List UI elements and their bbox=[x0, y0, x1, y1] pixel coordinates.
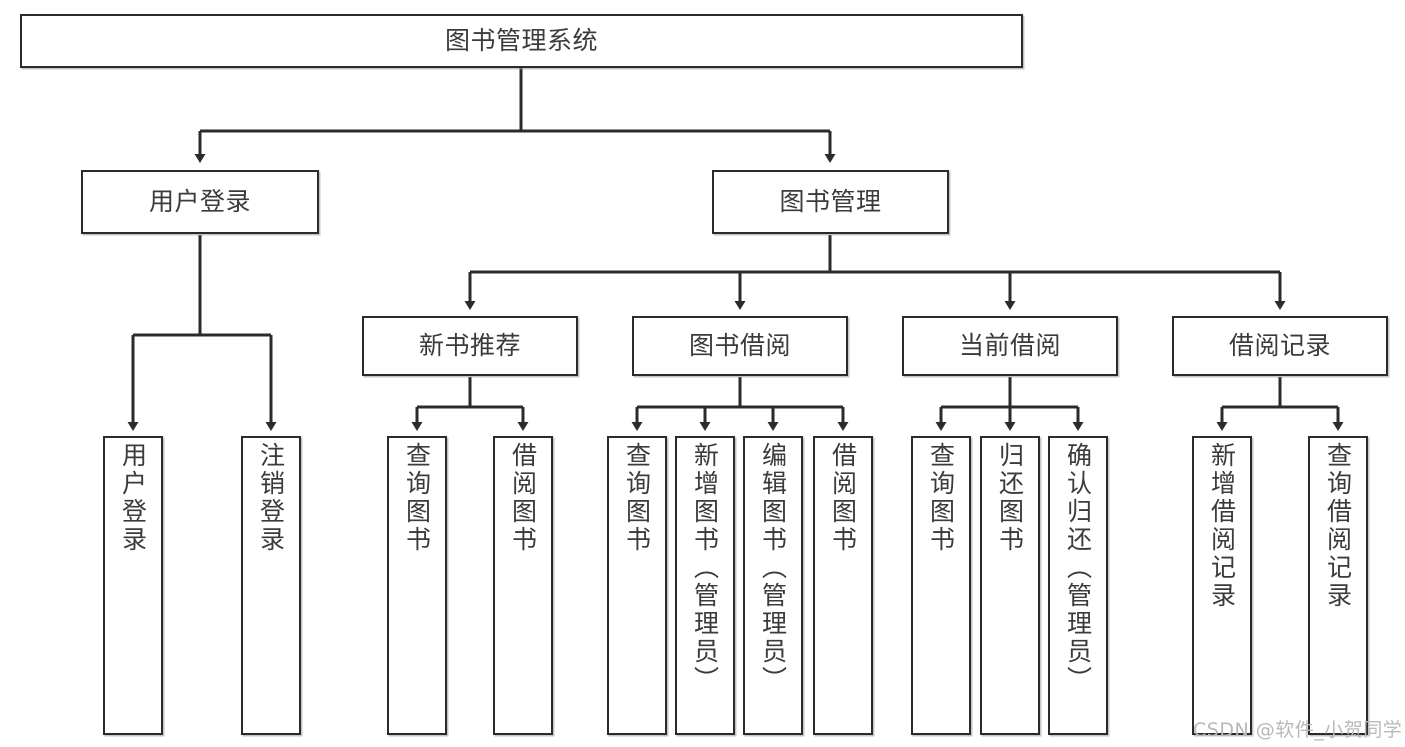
leaf-add-borrow-record[interactable]: 新增借阅记录 bbox=[1192, 436, 1252, 735]
leaf-query-book-borrow[interactable]: 查询图书 bbox=[607, 436, 667, 735]
node-root-system[interactable]: 图书管理系统 bbox=[20, 14, 1023, 68]
node-label: 确认归还（管理员） bbox=[1063, 442, 1093, 694]
leaf-query-book-recommend[interactable]: 查询图书 bbox=[387, 436, 447, 735]
leaf-add-book-admin[interactable]: 新增图书（管理员） bbox=[675, 436, 735, 735]
watermark-text: CSDN @软件_小贺同学 bbox=[1193, 719, 1403, 741]
node-label: 借阅图书 bbox=[828, 442, 858, 554]
node-label: 查询借阅记录 bbox=[1323, 442, 1353, 610]
node-label: 图书管理 bbox=[779, 187, 882, 217]
node-current-borrow[interactable]: 当前借阅 bbox=[902, 316, 1118, 376]
leaf-logout[interactable]: 注销登录 bbox=[241, 436, 301, 735]
node-book-management[interactable]: 图书管理 bbox=[712, 170, 949, 234]
leaf-user-login[interactable]: 用户登录 bbox=[103, 436, 163, 735]
leaf-confirm-return-admin[interactable]: 确认归还（管理员） bbox=[1048, 436, 1108, 735]
node-new-book-recommend[interactable]: 新书推荐 bbox=[362, 316, 578, 376]
node-label: 查询图书 bbox=[926, 442, 956, 554]
node-label: 编辑图书（管理员） bbox=[758, 442, 788, 694]
node-label: 新书推荐 bbox=[418, 331, 521, 361]
node-book-borrow[interactable]: 图书借阅 bbox=[632, 316, 848, 376]
node-label: 借阅图书 bbox=[508, 442, 538, 554]
leaf-borrow-book-recommend[interactable]: 借阅图书 bbox=[493, 436, 553, 735]
node-label: 图书借阅 bbox=[688, 331, 791, 361]
node-label: 用户登录 bbox=[118, 442, 148, 554]
leaf-query-borrow-record[interactable]: 查询借阅记录 bbox=[1308, 436, 1368, 735]
node-label: 查询图书 bbox=[622, 442, 652, 554]
leaf-return-book[interactable]: 归还图书 bbox=[980, 436, 1040, 735]
node-label: 当前借阅 bbox=[958, 331, 1061, 361]
leaf-edit-book-admin[interactable]: 编辑图书（管理员） bbox=[743, 436, 803, 735]
node-label: 用户登录 bbox=[148, 187, 251, 217]
node-borrow-record[interactable]: 借阅记录 bbox=[1172, 316, 1388, 376]
node-user-login[interactable]: 用户登录 bbox=[81, 170, 319, 234]
node-label: 借阅记录 bbox=[1228, 331, 1331, 361]
node-label: 新增图书（管理员） bbox=[690, 442, 720, 694]
node-label: 归还图书 bbox=[995, 442, 1025, 554]
node-label: 图书管理系统 bbox=[444, 26, 598, 56]
node-label: 注销登录 bbox=[256, 442, 286, 554]
leaf-query-book-current[interactable]: 查询图书 bbox=[911, 436, 971, 735]
node-label: 新增借阅记录 bbox=[1207, 442, 1237, 610]
node-label: 查询图书 bbox=[402, 442, 432, 554]
leaf-borrow-book[interactable]: 借阅图书 bbox=[813, 436, 873, 735]
